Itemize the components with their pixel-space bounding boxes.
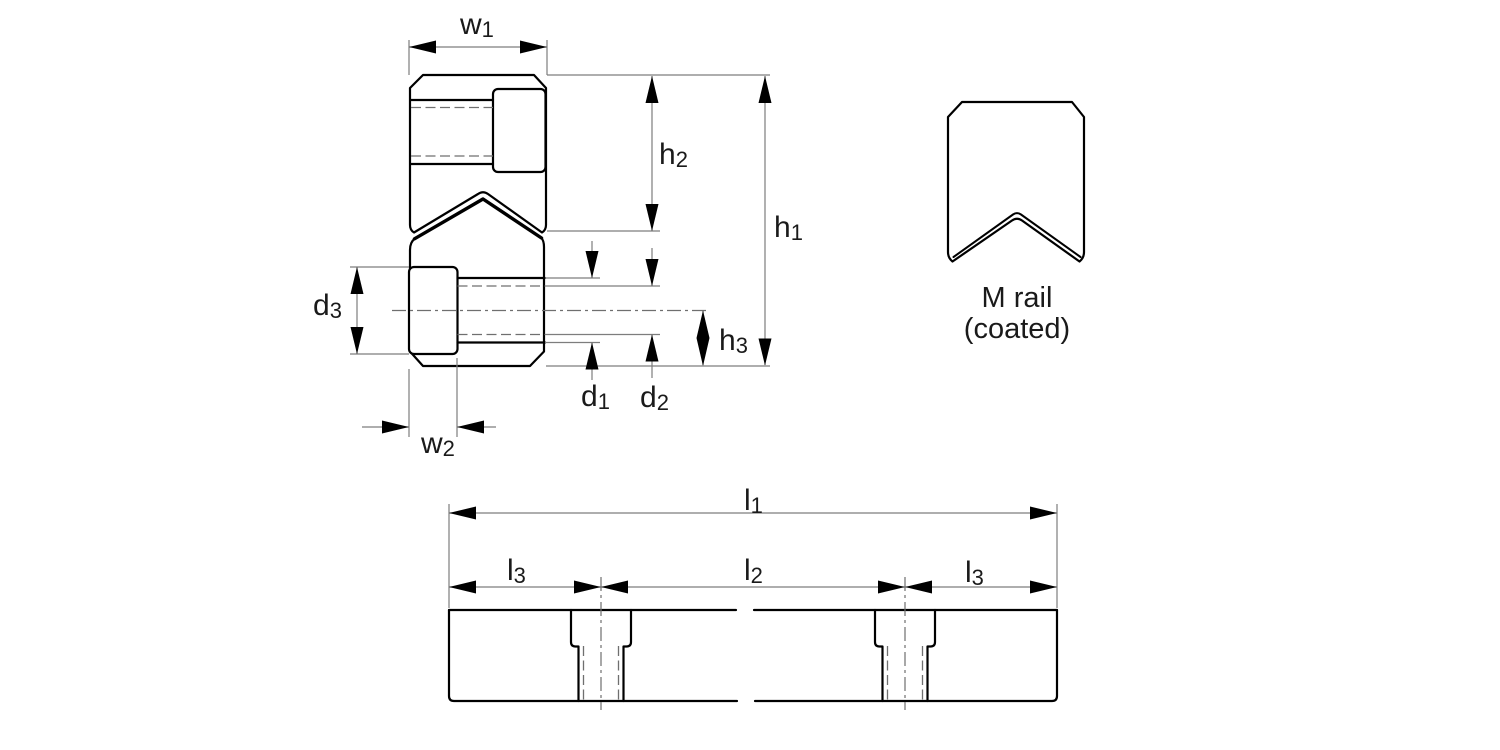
label-h2-base: h — [659, 138, 676, 171]
side-hole-2 — [873, 577, 937, 710]
label-l3-left-sub: 3 — [513, 563, 526, 588]
dimension-l1 — [448, 504, 1058, 608]
label-d2: d2 — [640, 381, 669, 416]
label-l2-base: l — [744, 554, 751, 587]
label-l3-left-base: l — [507, 554, 514, 587]
label-d2-base: d — [640, 381, 657, 414]
label-d1-sub: 1 — [597, 389, 610, 414]
upper-counterbore — [491, 87, 547, 174]
side-hole-1 — [569, 577, 633, 710]
dimension-h3 — [696, 310, 710, 366]
label-h1-base: h — [774, 211, 791, 244]
label-h3-base: h — [719, 324, 736, 357]
dimension-l3-l2-l3 — [449, 580, 1057, 594]
upper-hole — [409, 98, 495, 166]
label-d1-base: d — [581, 380, 598, 413]
label-d3-sub: 3 — [329, 298, 342, 323]
label-w2-sub: 2 — [442, 436, 455, 461]
lower-hole — [456, 276, 547, 344]
label-l3-right-sub: 3 — [971, 565, 984, 590]
label-w1-sub: 1 — [481, 17, 494, 42]
m-rail-caption: M rail (coated) — [964, 283, 1070, 345]
label-l3-right-base: l — [965, 556, 972, 589]
reference-lines — [350, 74, 770, 367]
label-w1: w1 — [460, 8, 494, 43]
label-d1: d1 — [581, 380, 610, 415]
cross-section-view — [350, 40, 772, 437]
lower-counterbore — [407, 265, 459, 356]
label-d3-base: d — [313, 289, 330, 322]
dimension-h1 — [758, 76, 772, 366]
m-rail-coating-line — [952, 212, 1082, 258]
label-h3-sub: 3 — [735, 333, 748, 358]
m-rail-caption-line2: (coated) — [963, 313, 1071, 345]
side-view — [447, 504, 1059, 710]
m-rail-outline — [946, 100, 1086, 263]
dimension-d2 — [645, 248, 659, 378]
dimension-d1 — [585, 241, 599, 380]
dimension-w2 — [362, 358, 496, 437]
label-h1: h1 — [774, 211, 803, 246]
dimension-h2 — [645, 76, 659, 231]
label-h2: h2 — [659, 138, 688, 173]
label-d3: d3 — [313, 289, 342, 324]
coating-interface-line — [412, 197, 544, 241]
label-h2-sub: 2 — [675, 147, 688, 172]
label-h3: h3 — [719, 324, 748, 359]
label-w1-base: w — [460, 8, 482, 41]
label-l3-right: l3 — [965, 556, 984, 591]
m-rail-caption-line1: M rail — [981, 282, 1053, 314]
label-l1: l1 — [744, 484, 763, 519]
label-l3-left: l3 — [507, 554, 526, 589]
dimension-w1 — [408, 40, 548, 75]
side-rail-outline — [447, 608, 1059, 703]
label-h1-sub: 1 — [790, 220, 803, 245]
label-l2: l2 — [744, 554, 763, 589]
label-l2-sub: 2 — [750, 563, 763, 588]
m-rail-view — [946, 100, 1086, 263]
label-w2-base: w — [421, 427, 443, 460]
label-d2-sub: 2 — [656, 390, 669, 415]
label-l1-base: l — [744, 484, 751, 517]
label-l1-sub: 1 — [750, 493, 763, 518]
label-w2: w2 — [421, 427, 455, 462]
dimension-d3 — [350, 267, 364, 354]
